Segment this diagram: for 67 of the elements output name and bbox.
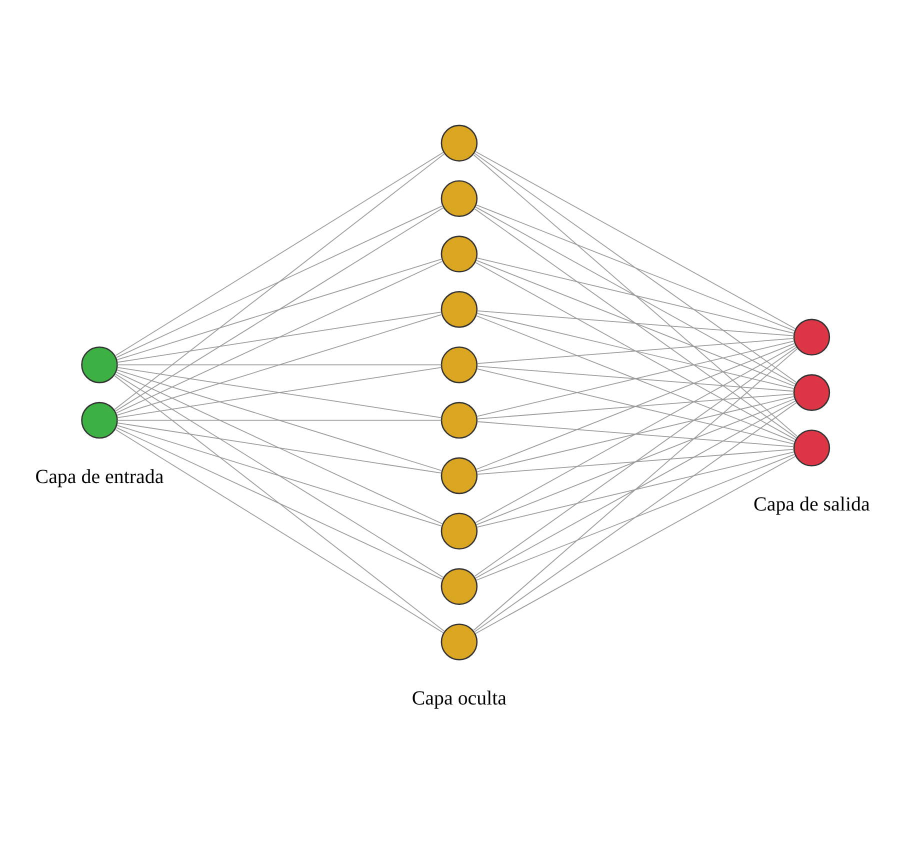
node-circle (440, 180, 478, 217)
connector (476, 368, 795, 445)
connector (476, 340, 795, 417)
connector (474, 208, 797, 438)
connector (116, 314, 443, 416)
connector (114, 152, 444, 356)
connector (476, 398, 796, 526)
connector (476, 421, 794, 448)
node-circle (440, 457, 478, 494)
connector (474, 456, 796, 634)
connector (476, 257, 795, 334)
connector (476, 338, 794, 364)
connector (116, 258, 443, 360)
connector (474, 345, 796, 524)
connector (116, 420, 442, 421)
connector (476, 448, 794, 475)
node-circle (440, 346, 478, 384)
connector (476, 393, 794, 420)
label: Capa de salida (754, 494, 870, 516)
connector (116, 205, 444, 358)
connector (114, 374, 445, 632)
node-circle (793, 318, 830, 356)
node-circle (440, 402, 478, 439)
node-circle (81, 346, 118, 384)
connector (114, 153, 445, 410)
connector (116, 369, 443, 472)
connector (472, 154, 798, 438)
connector (116, 364, 442, 366)
connector (474, 400, 796, 579)
node-circle (793, 374, 830, 411)
connector (476, 204, 796, 332)
connector (474, 346, 797, 578)
connector (474, 152, 797, 384)
connector (476, 315, 796, 442)
connector (474, 262, 796, 440)
connector (116, 260, 444, 414)
connector (474, 402, 797, 633)
connector (114, 207, 444, 412)
connector (476, 396, 795, 472)
label: Capa oculta (412, 687, 507, 710)
connector (476, 366, 794, 392)
node-circle (440, 568, 478, 605)
connector (116, 372, 444, 524)
connector (474, 206, 796, 385)
node-circle (793, 430, 830, 466)
node-circle (440, 624, 478, 660)
connector (116, 424, 443, 527)
node-circle (440, 512, 478, 550)
label: Capa de entrada (35, 466, 164, 488)
connector (474, 151, 796, 330)
node-circle (440, 291, 478, 328)
connector (472, 348, 798, 632)
node-circle (440, 236, 478, 272)
connector (114, 428, 444, 634)
connector (116, 422, 442, 474)
connector (116, 367, 442, 418)
node-circle (81, 402, 118, 439)
node-circle (440, 124, 478, 162)
connector (476, 454, 796, 581)
connector (476, 451, 795, 528)
connector (476, 260, 796, 387)
connector (116, 427, 444, 580)
connector (476, 312, 795, 390)
connector (114, 373, 444, 578)
connector (116, 312, 442, 363)
connector (476, 310, 794, 336)
connector (476, 342, 796, 470)
